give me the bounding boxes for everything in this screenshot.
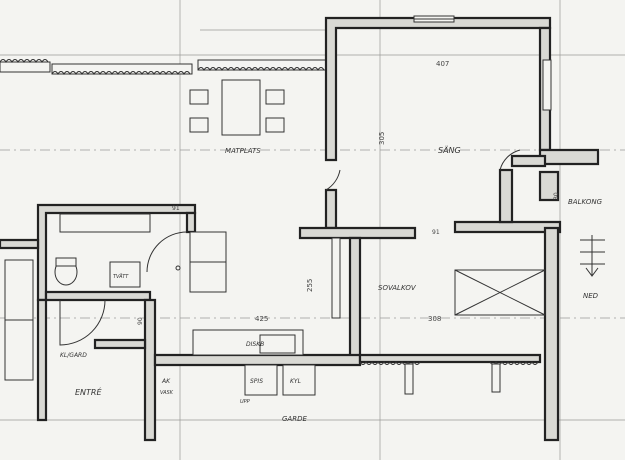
dim-bedroom-height: 305 bbox=[378, 132, 386, 145]
dim-entry-width: 90 bbox=[137, 317, 144, 325]
top-exterior-wall bbox=[0, 59, 329, 75]
label-entre: ENTRÉ bbox=[75, 386, 102, 397]
label-vask: VASK bbox=[160, 390, 174, 396]
dim-bath-width: 91 bbox=[172, 205, 180, 212]
right-walls bbox=[538, 170, 560, 442]
label-kyl: KYL bbox=[290, 378, 301, 385]
dining-table bbox=[189, 79, 285, 136]
dim-living-width: 425 bbox=[255, 315, 268, 323]
dim-hall-height: 255 bbox=[306, 279, 314, 292]
entry-walls bbox=[0, 238, 157, 442]
label-balkong: BALKONG bbox=[568, 198, 603, 206]
label-uppe: UPP bbox=[240, 399, 250, 405]
label-spis: SPIS bbox=[250, 378, 263, 385]
stair-area bbox=[454, 235, 605, 316]
label-diskbank: DISKB bbox=[246, 341, 264, 348]
dim-corridor-width: 91 bbox=[432, 229, 440, 236]
label-sovalkov: SOVALKOV bbox=[378, 284, 417, 292]
label-sang: SÄNG bbox=[438, 145, 461, 155]
dim-bedroom-width: 407 bbox=[436, 60, 449, 68]
label-garderob: KL/GARD bbox=[60, 352, 87, 359]
label-garde: GARDE bbox=[282, 415, 307, 423]
lower-insulated-walls bbox=[331, 237, 539, 395]
bedroom-walls bbox=[298, 15, 600, 240]
dim-small-height: 30 bbox=[553, 192, 560, 200]
bathroom-walls bbox=[36, 203, 227, 302]
kitchen-walls bbox=[153, 236, 542, 396]
label-tvatt: TVÄTT bbox=[113, 273, 129, 280]
label-matplats: MATPLATS bbox=[225, 147, 261, 155]
bathroom-fixtures bbox=[54, 213, 188, 288]
label-ned: NED bbox=[583, 292, 599, 300]
label-ak: AK bbox=[161, 378, 171, 385]
door-swings bbox=[59, 149, 521, 346]
dim-right-width: 308 bbox=[428, 315, 441, 323]
